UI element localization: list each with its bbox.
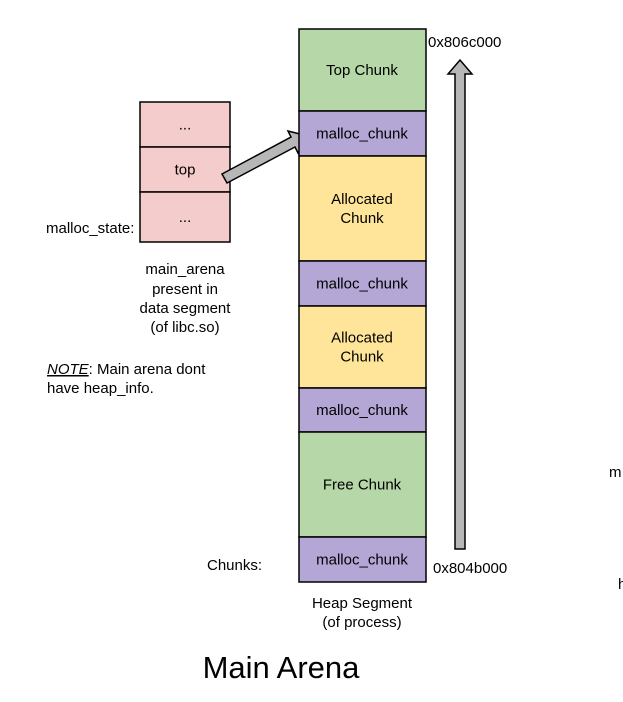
header-chunk [298,536,427,583]
chunk-label: Chunk [340,349,384,366]
chunk-label: malloc_chunk [316,402,408,419]
chunk-label: Allocated [331,191,393,208]
free-chunk [298,431,427,538]
arena-caption: main_arena present in data segment (of l… [140,261,232,336]
note: NOTE: Main arena dont [47,361,206,378]
svg-text:main_arena: main_arena [145,261,225,278]
cut-off-text-2: h [618,576,623,593]
chunk-label: Top Chunk [326,62,398,79]
address-high: 0x806c000 [428,34,501,51]
arena-cell [139,191,231,243]
malloc-state-box: ... top... [139,101,231,243]
chunks-label: Chunks: [207,557,262,574]
svg-text:present in: present in [152,281,218,298]
malloc-state-label: malloc_state: [46,220,134,237]
arena-cell [139,101,231,148]
allocated-chunk [298,155,427,262]
chunk-label: Allocated [331,330,393,347]
top-pointer-arrow [220,129,310,185]
allocated-chunk [298,305,427,389]
chunk-label: Chunk [340,210,384,227]
svg-text:data segment: data segment [140,300,232,317]
heap-caption-2: (of process) [322,614,401,631]
diagram-title: Main Arena [203,650,361,685]
chunk-label: malloc_chunk [316,276,408,293]
address-growth-arrow [446,58,474,550]
header-chunk [298,260,427,307]
top-chunk [298,28,427,112]
note-line-2: have heap_info. [47,380,154,397]
arena-cell [139,146,231,193]
cut-off-text-1: m [609,464,622,481]
address-low: 0x804b000 [433,560,507,577]
chunk-label: malloc_chunk [316,552,408,569]
arena-cell-label: ... [179,209,192,226]
heap-caption-1: Heap Segment [312,595,413,612]
svg-text:(of libc.so): (of libc.so) [150,319,219,336]
arena-cell-label: ... [179,117,192,134]
chunk-label: Free Chunk [323,477,402,494]
arena-cell-label: top [175,162,196,179]
chunk-label: malloc_chunk [316,126,408,143]
heap-segment: Top Chunkmalloc_chunkAllocatedChunkmallo… [298,28,427,583]
